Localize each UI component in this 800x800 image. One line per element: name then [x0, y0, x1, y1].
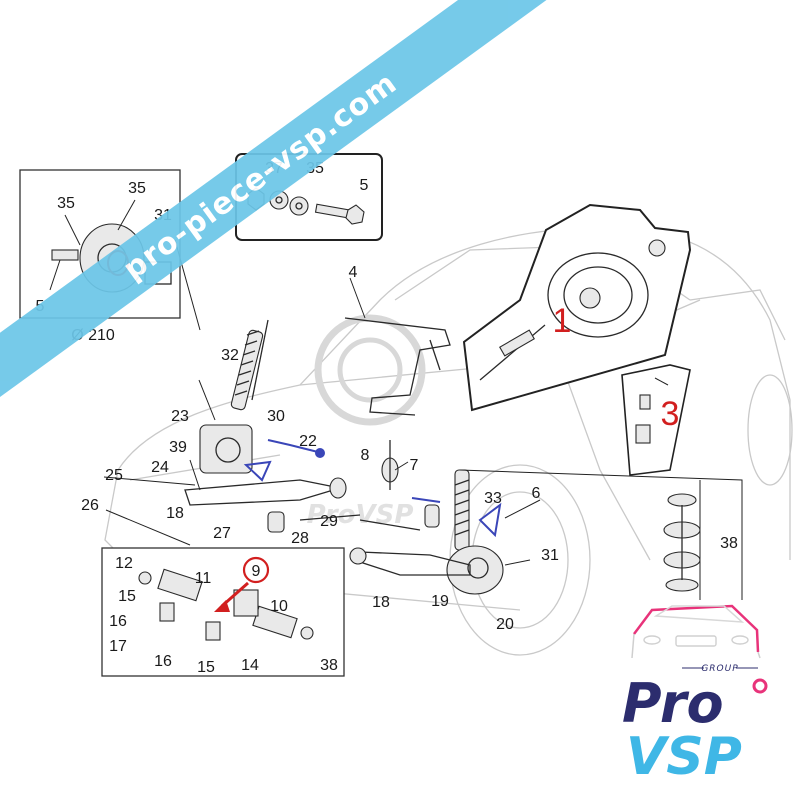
part-label: 38	[720, 535, 738, 552]
part-label: 17	[109, 638, 127, 655]
part-label: 16	[154, 653, 172, 670]
logo-vsp-text: VSP	[626, 727, 742, 782]
part-label: 15	[118, 588, 136, 605]
car-silhouette-icon	[631, 604, 761, 659]
logo-dot-icon	[752, 678, 768, 694]
suspension-parts	[184, 317, 504, 595]
part-label: 28	[291, 530, 309, 547]
part-label: 6	[532, 485, 541, 502]
inset-steering-rack	[101, 547, 345, 677]
leader-lines	[103, 239, 541, 566]
provsp-logo: GROUP Pro VSP	[622, 604, 768, 782]
logo-pro-text: Pro	[622, 672, 724, 735]
part-label: 31	[541, 547, 559, 564]
part-label: 26	[81, 497, 99, 514]
part-label: 27	[213, 525, 231, 542]
part-label: 30	[267, 408, 285, 425]
callout-number: 3	[661, 395, 680, 433]
part-label: 15	[197, 659, 215, 676]
part-label: 19	[431, 593, 449, 610]
steering-wheel-inset	[462, 203, 692, 412]
part-label: 35	[57, 195, 75, 212]
part-label: 22	[299, 433, 317, 450]
part-labels: 35 35 31 5 37 35 5 4 32 23 30 22 39 24 2…	[36, 160, 738, 676]
logo-group-text: GROUP	[701, 664, 738, 674]
part-label: 12	[115, 555, 133, 572]
part-label: 18	[372, 594, 390, 611]
part-label: 9	[252, 563, 261, 580]
part-label: 35	[128, 180, 146, 197]
column-switch-inset	[621, 364, 691, 476]
part-label: 8	[361, 447, 370, 464]
part-label: 16	[109, 613, 127, 630]
bushing-stack	[459, 469, 743, 600]
part-label: 20	[496, 616, 514, 633]
part-label: 23	[171, 408, 189, 425]
part-label: 32	[221, 347, 239, 364]
part-label: 4	[349, 264, 358, 281]
part-label: 33	[484, 490, 502, 507]
part-label: 38	[320, 657, 338, 674]
part-label: 25	[105, 467, 123, 484]
part-label: 10	[270, 598, 288, 615]
red-callouts: 1 3	[553, 302, 680, 433]
part-label: 5	[360, 177, 369, 194]
callout-number: 1	[553, 302, 572, 340]
part-label: 18	[166, 505, 184, 522]
part-label: 14	[241, 657, 259, 674]
part-label: 24	[151, 459, 169, 476]
background-watermark: ProVSP	[307, 314, 426, 530]
part-label: 29	[320, 513, 338, 530]
part-label: 39	[169, 439, 187, 456]
part-label: 11	[195, 570, 212, 587]
highlighted-parts	[243, 439, 502, 538]
part-label: 7	[410, 457, 419, 474]
